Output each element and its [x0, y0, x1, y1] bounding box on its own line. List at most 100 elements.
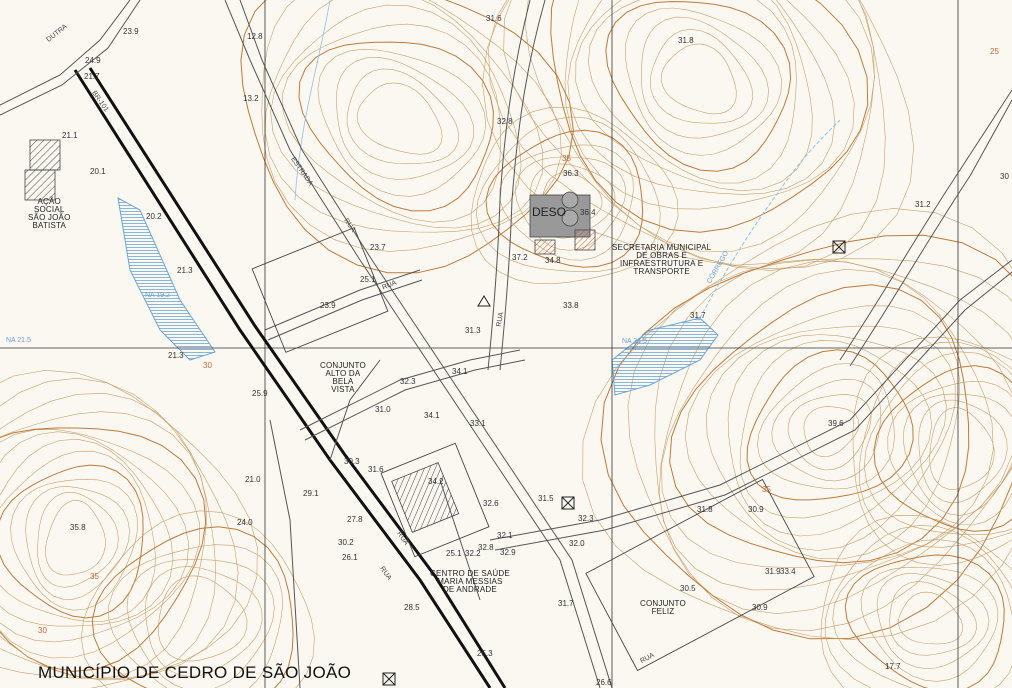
elevation-label: 12.8: [247, 32, 263, 41]
contour-line: [858, 341, 1012, 548]
city-blocks: [251, 227, 815, 672]
contour-line: [261, 0, 562, 252]
elevation-label: 13.2: [243, 94, 259, 103]
contour-line: [282, 23, 501, 223]
contour-line: [524, 0, 875, 252]
elevation-label: 27.8: [347, 515, 363, 524]
area-label-centro-saude: CENTRO DE SAÚDE MARIA MESSIAS DE ANDRADE: [430, 569, 510, 594]
contour-line: [661, 268, 994, 568]
contour-line: [820, 514, 1012, 688]
contour-line: [0, 450, 156, 622]
survey-markers: [382, 240, 846, 686]
elevation-label: 34.1: [424, 411, 440, 420]
area-label-secretaria-obras: SECRETARIA MUNICIPAL DE OBRAS E INFRAEST…: [612, 243, 712, 276]
contour-line: [624, 7, 782, 156]
contour-line: [336, 57, 474, 180]
contour-line: [270, 4, 522, 229]
elevation-label: 30.9: [752, 603, 768, 612]
contour-line: [514, 156, 627, 251]
contour-line: [45, 499, 106, 576]
elevation-label: 31.3: [465, 326, 481, 335]
contour-line: [488, 0, 886, 271]
elevation-label: 34.1: [452, 367, 468, 376]
elevation-label: 26.1: [342, 553, 358, 562]
elevation-label: 31.5: [538, 494, 554, 503]
contour-line: [654, 258, 1012, 615]
area-label-conjunto-alto-bela-vista: CONJUNTO ALTO DA BELA VISTA: [320, 361, 366, 394]
elevation-label: 32.3: [578, 514, 594, 523]
contour-line: [863, 351, 1012, 536]
contour-line: [482, 0, 915, 270]
stream: [699, 119, 841, 319]
elevation-label: 31.7: [690, 311, 706, 320]
elevation-label: 25.3: [477, 649, 493, 658]
contour-line: [564, 0, 855, 210]
contour-line: [649, 28, 754, 124]
contour-line: [550, 0, 869, 233]
elevation-label: 21.0: [245, 475, 261, 484]
contour-value-label: 35: [90, 572, 99, 581]
elevation-label: 32.6: [483, 499, 499, 508]
elevation-label: 31.2: [915, 200, 931, 209]
elevation-label: 33.4: [780, 567, 796, 576]
contour-line: [832, 539, 1012, 688]
elevation-label: 20.1: [90, 167, 106, 176]
water-level-label: NA 31.5: [622, 338, 647, 345]
elevation-label: 32.8: [478, 543, 494, 552]
contour-line: [582, 208, 1012, 641]
elevation-label: 28.5: [404, 603, 420, 612]
contour-line: [240, 0, 574, 274]
elevation-label: 21.7: [84, 72, 100, 81]
elevation-label: 21.1: [62, 131, 78, 140]
contour-line: [746, 349, 914, 501]
contour-line: [567, 0, 836, 195]
elevation-label: 30.2: [338, 538, 354, 547]
contour-line: [0, 464, 144, 619]
deso-building-label: DESO: [532, 205, 567, 219]
contour-line: [873, 365, 1012, 532]
contour-line: [80, 510, 315, 688]
pond-east: [611, 317, 719, 396]
elevation-label: 24.9: [85, 56, 101, 65]
contour-line: [660, 43, 737, 115]
pond-west: [117, 197, 216, 361]
contour-line: [298, 41, 494, 212]
contour-line: [0, 427, 207, 672]
contour-line: [757, 363, 895, 490]
contour-line: [902, 393, 1012, 516]
contour-line: [929, 407, 995, 490]
contour-line: [145, 566, 263, 677]
elevation-label: 31.8: [678, 36, 694, 45]
contour-line: [898, 591, 963, 645]
contour-line: [157, 575, 248, 662]
elevation-label: 30.9: [748, 505, 764, 514]
contour-line: [706, 325, 956, 551]
contour-line: [346, 68, 459, 165]
area-label-acao-social: AÇÃO SOCIAL SÃO JOÃO BATISTA: [28, 197, 71, 230]
contour-line: [0, 369, 258, 688]
contour-line: [356, 82, 443, 155]
contour-line: [876, 573, 990, 670]
contour-line: [0, 438, 174, 627]
elevation-label: 35.8: [70, 523, 86, 532]
contour-value-label: 25: [990, 47, 999, 56]
contour-line: [587, 0, 797, 184]
elevation-label: 31.0: [375, 405, 391, 414]
elevation-label: 36.4: [580, 208, 596, 217]
elevation-label: 33.1: [470, 419, 486, 428]
contour-line: [600, 234, 1012, 640]
elevation-label: 32.8: [497, 117, 513, 126]
contour-line: [627, 258, 1012, 632]
contour-line: [739, 339, 933, 519]
contour-line: [658, 260, 1012, 591]
contour-line: [475, 116, 661, 273]
elevation-label: 21.3: [177, 266, 193, 275]
contour-line: [887, 380, 1012, 526]
elevation-label: 25.9: [252, 389, 268, 398]
area-label-conjunto-feliz: CONJUNTO FELIZ: [640, 599, 686, 616]
contour-line: [108, 544, 283, 688]
contour-line: [641, 16, 770, 139]
